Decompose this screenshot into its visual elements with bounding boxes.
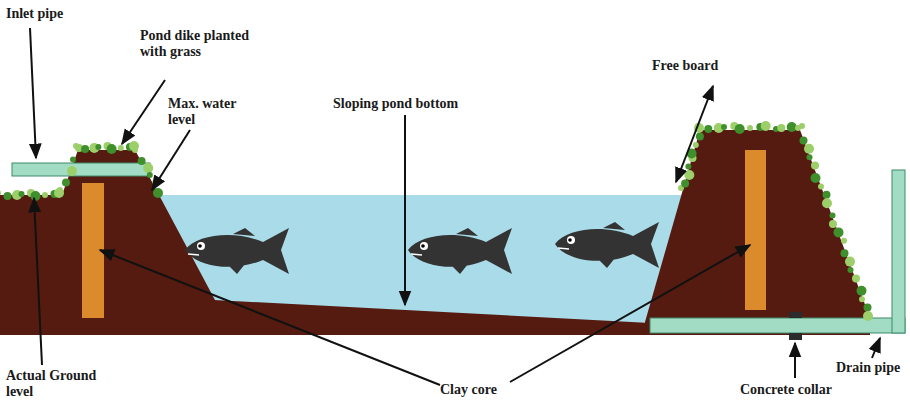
clay-core [745, 150, 766, 310]
grass-tuft [800, 136, 808, 144]
part-label: Free board [652, 58, 718, 74]
leader-lines [30, 28, 880, 385]
grass-tuft [834, 227, 844, 237]
grass-tuft [147, 172, 153, 178]
grass-tuft [735, 124, 745, 134]
grass-tuft [684, 170, 694, 180]
drain-riser [892, 170, 905, 333]
grass-tuft [95, 144, 101, 150]
fish [185, 222, 659, 274]
grass-tuft [138, 157, 146, 165]
grass-tuft [811, 162, 819, 170]
grass-tuft [807, 154, 813, 160]
grass-tuft [859, 296, 865, 302]
grass-tuft [42, 192, 48, 198]
left-dike [0, 150, 215, 335]
grass-tuft [863, 311, 873, 321]
grass-tuft [704, 125, 712, 133]
grass-tuft [818, 183, 824, 189]
grass-tuft [864, 304, 872, 312]
grass-tuft [62, 179, 70, 187]
grass-tuft [804, 144, 814, 154]
part-label: Actual Ground level [6, 368, 116, 400]
grass-tuft [19, 191, 25, 197]
grass-tuft [829, 220, 837, 228]
part-label: Concrete collar [740, 382, 832, 398]
grass-tuft [57, 187, 63, 193]
part-label: Max. water level [168, 96, 258, 128]
grass-tuft [132, 147, 138, 153]
grass-tuft [747, 125, 753, 131]
grass-tuft [841, 249, 849, 257]
concrete-collar [789, 312, 802, 318]
grass-tuft [73, 143, 79, 149]
pond-water [140, 195, 695, 335]
grass-tuft [153, 188, 163, 198]
pond-bottom [214, 300, 650, 335]
grass-tuft [0, 190, 1, 196]
fish [408, 228, 512, 274]
grass-tuft [848, 267, 854, 273]
fish [185, 228, 289, 274]
grass-tuft [54, 188, 64, 198]
grass-tuft [852, 274, 860, 282]
grass-tuft [107, 144, 117, 154]
grass-tuft [118, 145, 124, 151]
grass-tuft [811, 173, 821, 183]
grass-tuft [721, 124, 727, 130]
grass-tuft [693, 142, 699, 148]
grass-tuft [67, 166, 77, 176]
grass-tuft [822, 198, 832, 208]
grass-tuft [70, 157, 76, 163]
grass-tuft [795, 125, 801, 131]
grass-tuft [696, 133, 704, 141]
grass [0, 121, 873, 321]
grass-tuft [823, 191, 831, 199]
inlet-pipe [12, 163, 150, 176]
grass-tuft [685, 164, 691, 170]
grass-tuft [830, 213, 836, 219]
part-label: Pond dike planted with grass [140, 28, 250, 60]
right-dike [645, 130, 870, 335]
grass-tuft [761, 121, 771, 131]
part-label: Inlet pipe [6, 6, 63, 22]
fish [555, 222, 659, 268]
grass-tuft [857, 286, 867, 296]
grass-tuft [31, 191, 41, 201]
grass-tuft [777, 124, 785, 132]
grass-tuft [845, 257, 855, 267]
part-label: Sloping pond bottom [333, 96, 458, 112]
concrete-collar [789, 333, 802, 340]
grass-tuft [841, 238, 847, 244]
grass-tuft [81, 145, 89, 153]
grass-tuft [681, 180, 689, 188]
grass-tuft [143, 163, 153, 173]
part-label: Clay core [440, 382, 497, 398]
grass-tuft [4, 192, 12, 200]
part-label: Drain pipe [836, 360, 900, 376]
